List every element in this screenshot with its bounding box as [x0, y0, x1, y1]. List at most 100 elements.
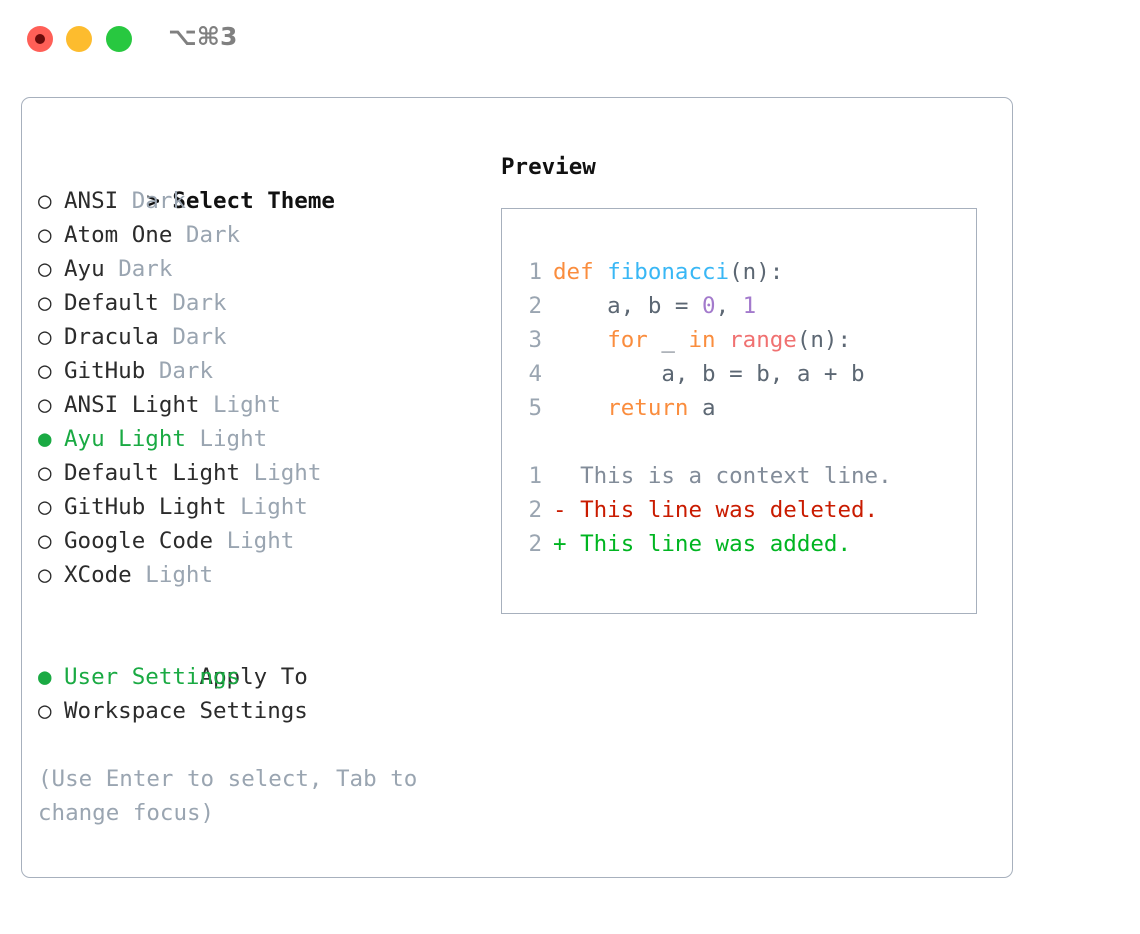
theme-name-label: ANSI — [64, 188, 119, 214]
cursor-marker-icon: > — [146, 188, 160, 214]
code-token: return — [607, 395, 689, 421]
line-number: 1 — [528, 259, 542, 285]
code-token: 1 — [742, 293, 757, 319]
theme-list-item[interactable]: ○ Google Code Light — [38, 524, 478, 558]
theme-selector-column: >Select Theme ○ANSI Dark○Atom One Dark○A… — [38, 150, 478, 830]
code-line: 1 This is a context line. — [516, 459, 966, 493]
radio-unselected-icon: ○ — [38, 256, 52, 282]
line-number: 4 — [528, 361, 542, 387]
line-number: 3 — [528, 327, 542, 353]
theme-list-item[interactable]: ○ Dracula Dark — [38, 320, 478, 354]
code-token: 0 — [702, 293, 716, 319]
code-token: - This line was deleted. — [553, 497, 879, 523]
main-panel: >Select Theme ○ANSI Dark○Atom One Dark○A… — [21, 97, 1013, 878]
code-token: range — [729, 327, 797, 353]
recording-indicator-icon — [35, 34, 45, 44]
radio-unselected-icon: ○ — [38, 324, 52, 350]
code-line: 2 a, b = 0, 1 — [516, 289, 966, 323]
theme-list-item[interactable]: ○ GitHub Dark — [38, 354, 478, 388]
theme-name-label: Default Light — [64, 460, 241, 486]
code-line: 2- This line was deleted. — [516, 493, 966, 527]
theme-list[interactable]: ○ANSI Dark○Atom One Dark○Ayu Dark○Defaul… — [38, 184, 478, 592]
preview-column: Preview 1 def fibonacci(n): 2 a, b = 0, 1 3… — [501, 150, 991, 614]
line-number: 5 — [528, 395, 542, 421]
theme-name-label: Google Code — [64, 528, 214, 554]
radio-selected-icon: ● — [38, 426, 52, 452]
code-token: a, b = — [553, 293, 703, 319]
theme-list-item[interactable]: ○Default Light Light — [38, 456, 478, 490]
theme-variant-badge: Dark — [172, 290, 227, 316]
code-token — [553, 395, 607, 421]
radio-unselected-icon: ○ — [38, 494, 52, 520]
radio-unselected-icon: ○ — [38, 460, 52, 486]
radio-unselected-icon: ○ — [38, 222, 52, 248]
theme-list-item[interactable]: ● Ayu Light Light — [38, 422, 478, 456]
radio-unselected-icon: ○ — [38, 392, 52, 418]
code-token: (n): — [729, 259, 784, 285]
code-token: fibonacci — [607, 259, 730, 285]
radio-unselected-icon: ○ — [38, 358, 52, 384]
theme-list-item[interactable]: ○ ANSI Light Light — [38, 388, 478, 422]
radio-unselected-icon: ○ — [38, 290, 52, 316]
theme-list-item[interactable]: ○ Default Dark — [38, 286, 478, 320]
theme-variant-badge: Dark — [118, 256, 173, 282]
code-token: a — [688, 395, 716, 421]
code-line: 1 def fibonacci(n): — [516, 255, 966, 289]
theme-name-label: GitHub Light — [64, 494, 227, 520]
theme-name-label: Default — [64, 290, 159, 316]
radio-unselected-icon: ○ — [38, 188, 52, 214]
theme-variant-badge: Light — [226, 528, 295, 554]
theme-list-item[interactable]: ○GitHub Light Light — [38, 490, 478, 524]
apply-to-heading-label: Apply To — [199, 664, 308, 690]
select-theme-heading: > Select Theme — [38, 150, 478, 214]
keyboard-shortcut-label: ⌥⌘3 — [168, 22, 238, 51]
theme-variant-badge: Light — [213, 392, 281, 418]
code-line: 2+ This line was added. — [516, 527, 966, 561]
code-token: def — [553, 259, 594, 285]
apply-to-item[interactable]: ● User Settings — [38, 660, 478, 694]
code-token — [594, 259, 608, 285]
theme-list-item[interactable]: ○Atom One Dark — [38, 218, 478, 252]
line-number: 2 — [528, 293, 542, 319]
theme-variant-badge: Light — [199, 426, 268, 452]
theme-variant-badge: Dark — [172, 324, 227, 350]
minimize-window-button[interactable] — [66, 26, 92, 52]
radio-unselected-icon: ○ — [38, 528, 52, 554]
theme-name-label: GitHub — [64, 358, 146, 384]
code-token: in — [688, 327, 716, 353]
code-token: , — [715, 293, 743, 319]
radio-unselected-icon: ○ — [38, 562, 52, 588]
theme-variant-badge: Light — [145, 562, 214, 588]
theme-variant-badge: Dark — [131, 188, 186, 214]
code-blank-line — [516, 425, 966, 459]
apply-to-heading: Apply To — [38, 626, 478, 690]
line-number: 2 — [528, 531, 542, 557]
theme-name-label: XCode — [64, 562, 132, 588]
code-token — [553, 327, 607, 353]
code-line: 4 a, b = b, a + b — [516, 357, 966, 391]
select-theme-heading-label: Select Theme — [172, 188, 335, 214]
keyboard-hint-text: (Use Enter to select, Tab to change focu… — [38, 766, 431, 826]
code-token: a, b = b, a + b — [553, 361, 865, 387]
code-token: for — [607, 327, 648, 353]
code-token: This is a context line. — [553, 463, 892, 489]
theme-list-item[interactable]: ○ XCode Light — [38, 558, 478, 592]
apply-to-list[interactable]: ● User Settings ○Workspace Settings — [38, 660, 478, 728]
apply-to-item[interactable]: ○Workspace Settings — [38, 694, 478, 728]
theme-variant-badge: Dark — [158, 358, 214, 384]
theme-name-label: Dracula — [64, 324, 159, 350]
apply-to-item-label: User Settings — [64, 664, 241, 690]
radio-selected-icon: ● — [38, 664, 52, 690]
theme-list-item[interactable]: ○Ayu Dark — [38, 252, 478, 286]
theme-name-label: Atom One — [64, 222, 173, 248]
theme-name-label: ANSI Light — [64, 392, 200, 418]
line-number: 1 — [528, 463, 542, 489]
radio-unselected-icon: ○ — [38, 698, 52, 724]
title-bar: ⌥⌘3 — [0, 0, 1140, 78]
theme-list-item[interactable]: ○ ANSI Dark — [38, 184, 478, 218]
theme-name-label: Ayu Light — [64, 426, 186, 452]
maximize-window-button[interactable] — [106, 26, 132, 52]
preview-heading: Preview — [501, 154, 596, 180]
